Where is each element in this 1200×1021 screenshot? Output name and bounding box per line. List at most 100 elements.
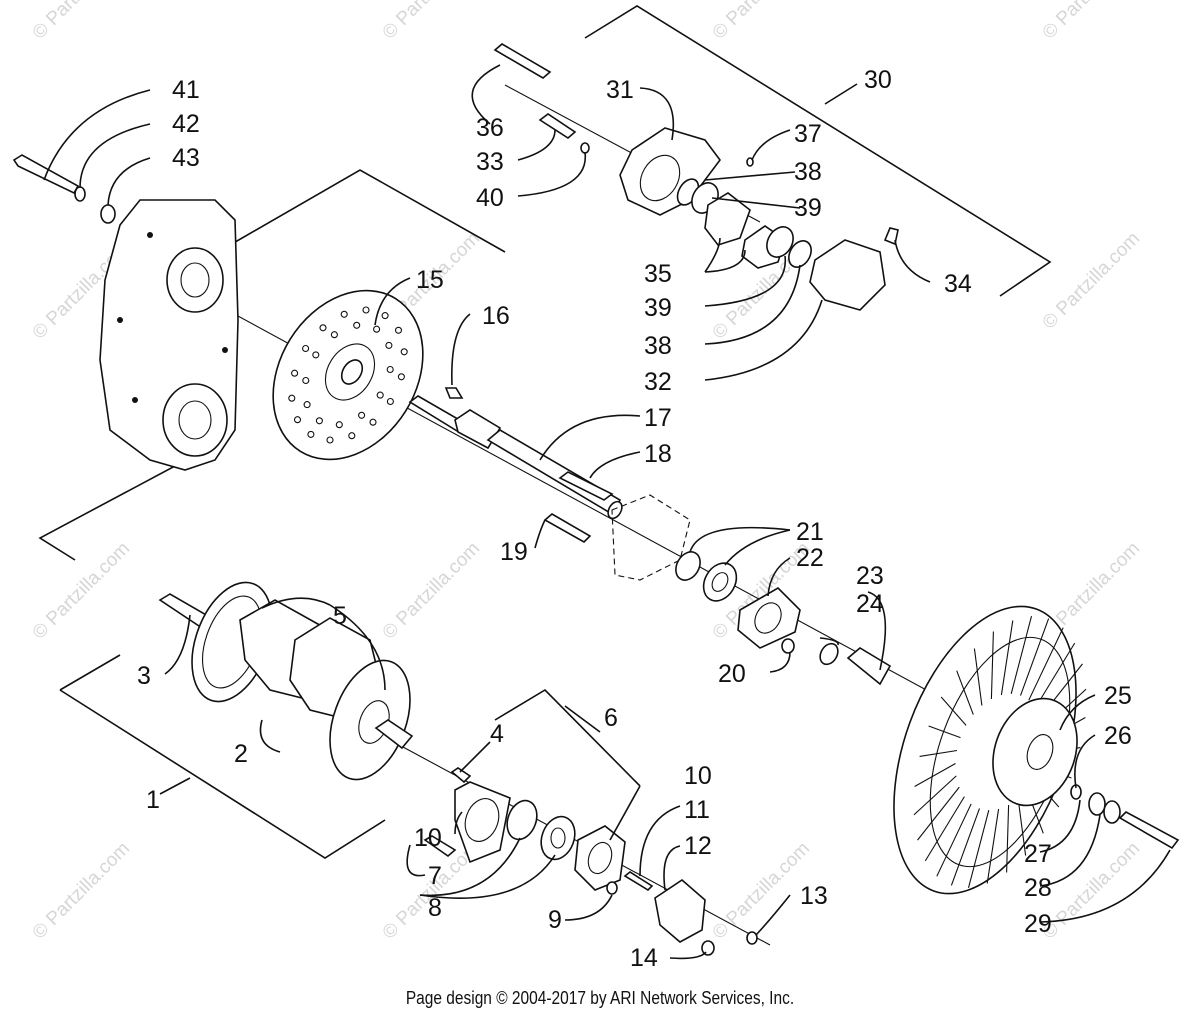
callout-32: 32: [644, 368, 672, 396]
callout-20: 20: [718, 660, 746, 688]
bearing-8b: [540, 815, 576, 861]
drive-clutch: [158, 581, 414, 781]
clutch-vane: [990, 631, 994, 700]
pin-36: [493, 43, 552, 79]
disc-hole: [385, 341, 393, 349]
callout-8: 8: [428, 894, 442, 922]
disc-hole: [386, 397, 394, 406]
brake-disc: [272, 289, 424, 461]
clutch-vane: [956, 670, 974, 715]
disc-hole: [394, 326, 403, 334]
disc-hole: [369, 418, 377, 426]
watermark: © Partzilla.com: [1039, 838, 1144, 943]
watermark: © Partzilla.com: [1039, 0, 1144, 44]
disc-hole: [386, 365, 394, 374]
bleeder-34: [883, 227, 899, 246]
disc-hole: [373, 325, 381, 333]
disc-hole: [303, 401, 311, 409]
callout-labels: 41 42 43 36 31 30 33 37 38 40 39 35 34 1…: [137, 66, 1132, 972]
secondary-clutch: [893, 605, 1087, 895]
callout-31: 31: [606, 76, 634, 104]
key-18: [558, 471, 614, 501]
clutch-vane: [919, 749, 958, 757]
disc-hole: [353, 321, 361, 329]
watermark: © Partzilla.com: [709, 838, 814, 943]
callout-22: 22: [796, 544, 824, 572]
callout-39: 39: [794, 194, 822, 222]
callout-7: 7: [428, 862, 442, 890]
bearing-flange-22: [737, 586, 801, 649]
callout-12: 12: [684, 832, 712, 860]
callout-3: 3: [137, 662, 151, 690]
clutch-vane: [924, 796, 965, 862]
callout-19: 19: [500, 538, 528, 566]
clutch-vane: [913, 775, 957, 816]
callout-30: 30: [864, 66, 892, 94]
seal-38b: [788, 240, 812, 268]
screw-4: [450, 767, 472, 784]
disc-hole: [302, 344, 310, 353]
washer-9: [606, 881, 618, 895]
callout-35: 35: [644, 260, 672, 288]
clutch-vane: [928, 725, 961, 739]
callout-38b: 38: [644, 332, 672, 360]
piston-39b: [766, 226, 794, 258]
callout-18: 18: [644, 440, 672, 468]
callout-10: 10: [684, 762, 712, 790]
bolt-19: [543, 513, 592, 543]
callout-11: 11: [684, 796, 710, 824]
clutch-vane: [1000, 620, 1014, 696]
callout-34: 34: [944, 270, 972, 298]
chaincase-housing: [99, 199, 239, 471]
watermark: © Partzilla.com: [709, 0, 814, 44]
washer-43: [100, 204, 116, 224]
disc-hole: [400, 348, 408, 356]
disc-hole: [397, 373, 405, 381]
clutch-vane: [936, 803, 972, 877]
callout-1: 1: [146, 786, 160, 814]
key-16: [444, 387, 464, 399]
callout-4: 4: [490, 720, 504, 748]
disc-hole: [348, 432, 356, 440]
callout-2: 2: [234, 740, 248, 768]
page-footer: Page design © 2004-2017 by ARI Network S…: [405, 988, 795, 1008]
callout-23: 23: [856, 562, 884, 590]
clutch-vane: [917, 786, 960, 841]
callout-5: 5: [333, 602, 347, 630]
disc-hole: [335, 421, 343, 429]
callout-39b: 39: [644, 294, 672, 322]
disc-hole: [381, 312, 389, 320]
watermark: © Partzilla.com: [379, 538, 484, 643]
disc-hole: [330, 331, 338, 339]
nut-14: [701, 940, 715, 956]
disc-hole: [326, 436, 334, 444]
callout-10b: 10: [414, 824, 442, 852]
pin-11: [623, 871, 654, 892]
watermark: © Partzilla.com: [29, 838, 134, 943]
callout-37: 37: [794, 120, 822, 148]
gasket-plate: [611, 494, 691, 581]
callout-16: 16: [482, 302, 510, 330]
spacer-24: [846, 647, 892, 686]
clutch-vane: [1019, 618, 1050, 696]
callout-38: 38: [794, 158, 822, 186]
callout-40: 40: [476, 184, 504, 212]
washer-28b: [1103, 800, 1121, 824]
callout-24: 24: [856, 590, 884, 618]
clutch-vane: [940, 696, 967, 726]
callout-42: 42: [172, 110, 200, 138]
watermark: © Partzilla.com: [379, 0, 484, 44]
clutch-vane: [1035, 642, 1076, 708]
plug-13: [746, 931, 758, 945]
cap-12: [654, 878, 706, 943]
bleeder-37: [746, 157, 754, 167]
disc-hole: [288, 394, 296, 402]
callout-6: 6: [604, 704, 618, 732]
screw-7: [423, 835, 457, 858]
callout-41: 41: [172, 76, 200, 104]
bearing-plate-4: [454, 781, 511, 864]
clutch-vane: [1006, 804, 1010, 873]
clutch-vane: [950, 808, 981, 886]
disc-holes: [288, 306, 408, 444]
bearing-21a: [675, 551, 701, 581]
